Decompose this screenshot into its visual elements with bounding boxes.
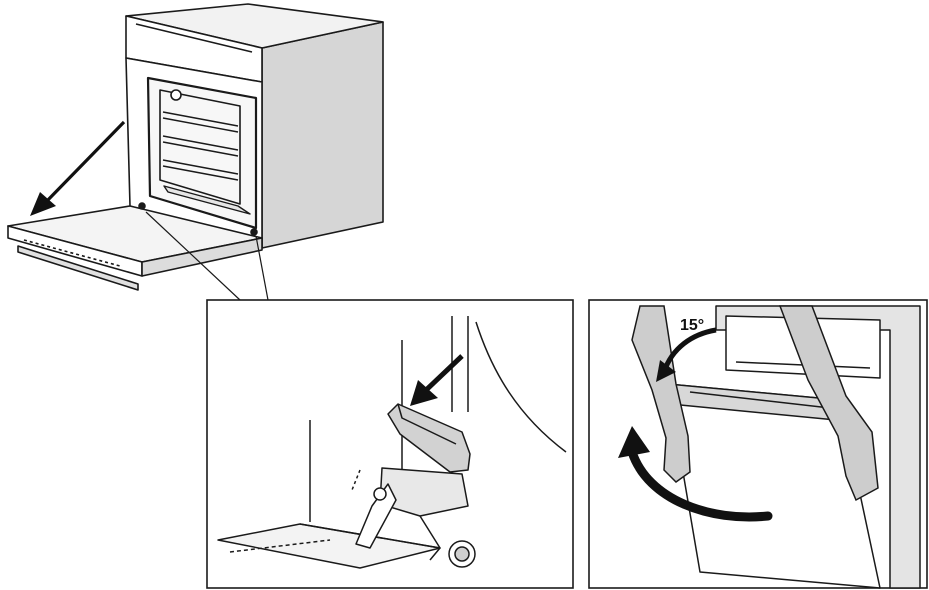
door-removal-panel: 15° <box>588 299 928 589</box>
hinge-detail-panel <box>206 299 574 589</box>
right-hand <box>778 305 879 502</box>
tilt-angle-label: 15° <box>680 317 704 334</box>
oven-racks <box>162 111 251 215</box>
right-hinge-marker <box>250 228 258 236</box>
pull-door-arrow-icon <box>30 120 126 216</box>
left-hinge-marker <box>138 202 146 210</box>
tilt-angle-arc-icon <box>656 327 717 382</box>
lift-door-arrow-icon <box>618 426 773 522</box>
oven-door-handle <box>17 245 139 291</box>
oven-lamp <box>170 89 182 101</box>
zoom-guide-lines <box>145 211 269 301</box>
oven-side-panel <box>261 21 384 249</box>
push-lever-arrow-icon <box>410 354 464 406</box>
oven-overview-illustration <box>7 3 384 301</box>
